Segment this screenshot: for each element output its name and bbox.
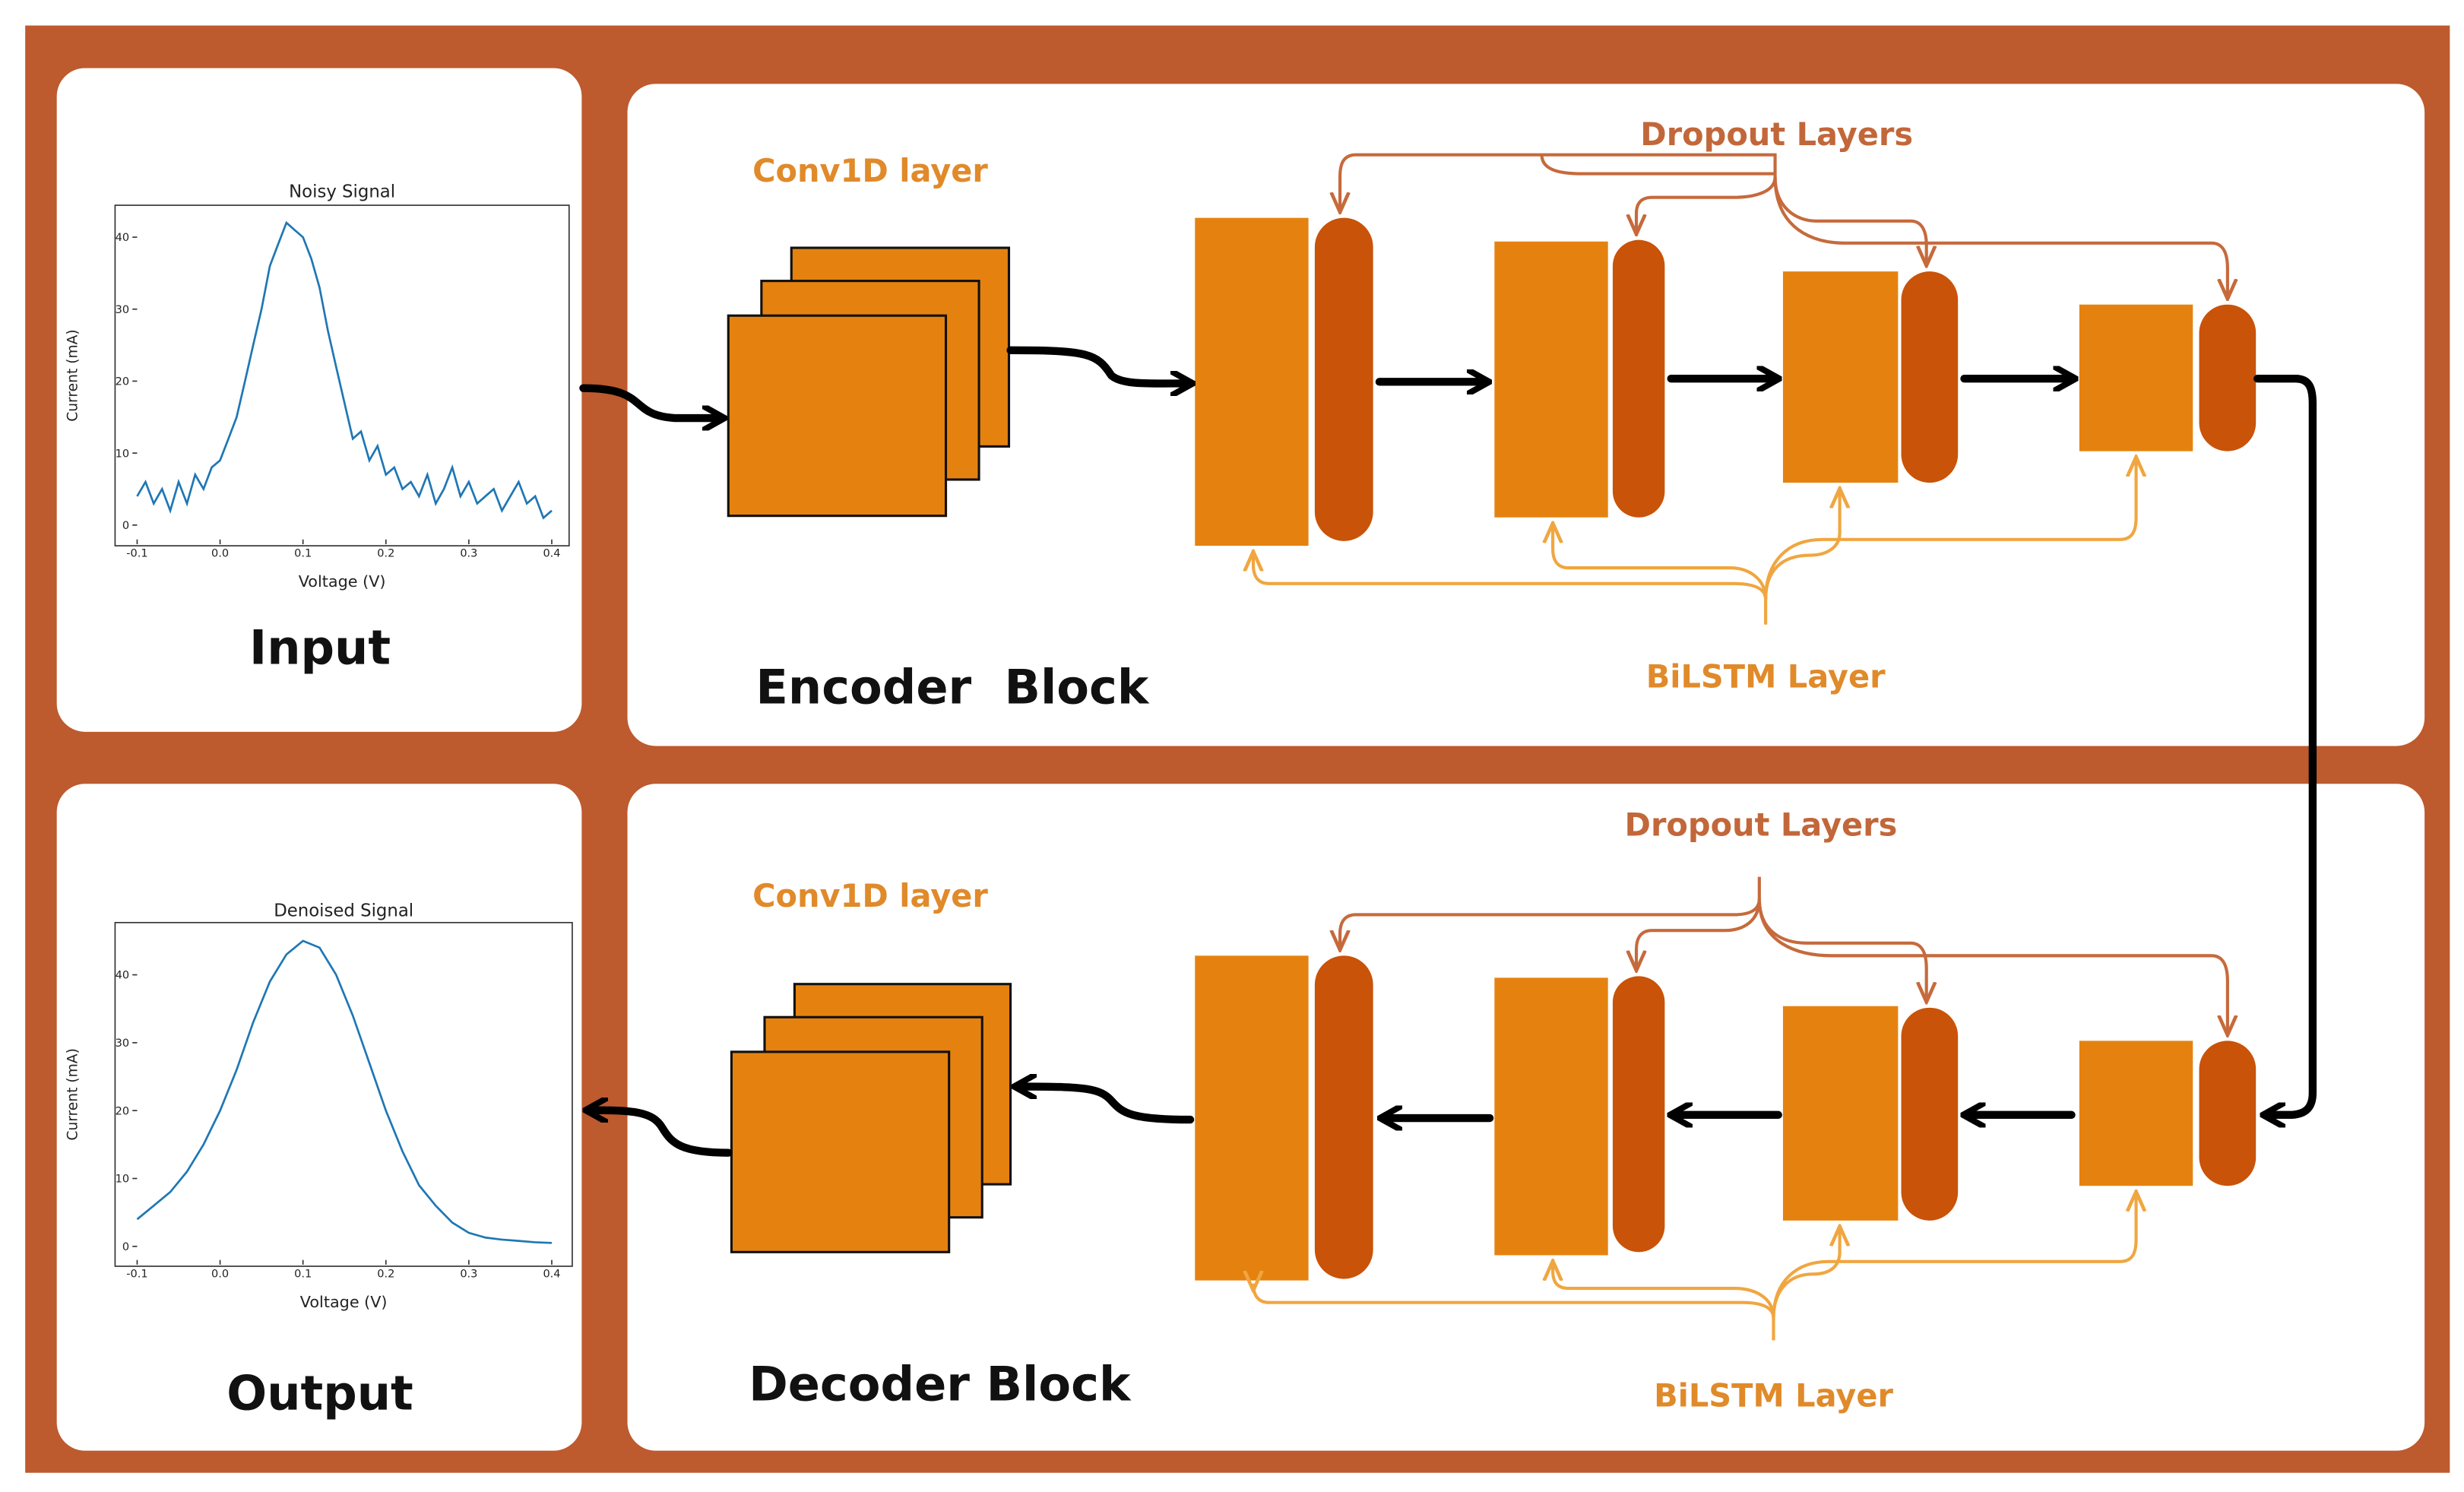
output-panel <box>56 784 582 1451</box>
noisy-xtick-label: 0.3 <box>460 548 477 560</box>
encoder-stage-1 <box>1195 217 1373 546</box>
encoder-dropout-4 <box>2199 304 2257 451</box>
decoder-dropout-2 <box>1612 976 1665 1253</box>
decoder-bilstm-3 <box>1782 1006 1899 1221</box>
encoder-dropout-1 <box>1314 217 1373 541</box>
bilstm1-to-conv-arrow <box>1021 1087 1195 1124</box>
noisy-ytick-label: 20 <box>116 376 129 388</box>
encoder-to-decoder-arrow <box>2253 375 2317 1115</box>
denoised-signal-chart: Denoised Signal Voltage (V) Current (mA)… <box>65 901 573 1311</box>
encoder-bilstm-3 <box>1782 271 1899 483</box>
decoder-stage-3 <box>1782 1006 1959 1221</box>
encoder-bilstm-label: BiLSTM Layer <box>1646 658 1886 695</box>
output-label: Output <box>226 1366 413 1421</box>
encoder-stage-3 <box>1782 271 1959 483</box>
decoder-bilstm-2 <box>1494 977 1608 1256</box>
decoder-bilstm-1 <box>1195 955 1309 1281</box>
decoder-dropout-1 <box>1314 955 1373 1279</box>
conv-to-output-arrow <box>593 1110 733 1157</box>
input-panel <box>56 68 582 732</box>
denoised-ytick-label: 40 <box>116 970 129 982</box>
noisy-xtick-label: 0.1 <box>294 548 312 560</box>
denoised-ytick-label: 10 <box>116 1174 129 1186</box>
denoised-xtick-label: -0.1 <box>126 1269 147 1281</box>
encoder-conv1d-filter-1 <box>727 314 948 518</box>
decoder-bilstm-4 <box>2079 1041 2193 1186</box>
encoder-stage-2 <box>1494 239 1665 518</box>
encoder-conv1d-stack <box>727 246 1011 518</box>
encoder-dropout-3 <box>1901 271 1959 483</box>
encoder-dropout-2 <box>1612 239 1665 518</box>
noisy-xtick-label: 0.2 <box>377 548 394 560</box>
noisy-xtick-label: 0.0 <box>211 548 229 560</box>
decoder-bilstm-label: BiLSTM Layer <box>1654 1377 1893 1414</box>
denoised-xtick-label: 0.4 <box>543 1269 560 1281</box>
decoder-stage-4 <box>2079 1041 2257 1186</box>
noisy-xtick-label: 0.4 <box>543 548 560 560</box>
encoder-dropout-label: Dropout Layers <box>1640 116 1913 153</box>
encoder-stage-4 <box>2079 304 2257 451</box>
input-to-conv-arrow <box>579 384 717 418</box>
noisy-chart-ylabel: Current (mA) <box>65 329 81 422</box>
noisy-signal-line <box>136 220 553 520</box>
decoder-dropout-3 <box>1901 1007 1959 1221</box>
encoder-bilstm-1 <box>1195 217 1309 546</box>
noisy-signal-chart: Noisy Signal Voltage (V) Current (mA) -0… <box>65 182 570 591</box>
decoder-bilstm-connectors <box>1253 1194 2136 1341</box>
noisy-ytick-label: 40 <box>116 232 129 244</box>
encoder-conv1d-label: Conv1D layer <box>752 152 988 189</box>
encoder-bilstm-connectors <box>1253 459 2136 625</box>
decoder-dropout-connectors <box>1340 876 2228 1033</box>
noisy-plot-frame <box>114 204 570 546</box>
noisy-ytick-label: 0 <box>122 520 129 532</box>
encoder-block-label: Encoder Block <box>755 659 1150 714</box>
decoder-flow-arrows <box>593 1087 2076 1157</box>
encoder-dropout-connectors <box>1340 153 2228 297</box>
decoder-conv1d-label: Conv1D layer <box>752 877 988 914</box>
denoised-chart-title: Denoised Signal <box>274 901 413 921</box>
decoder-stage-2 <box>1494 976 1665 1256</box>
denoised-xtick-label: 0.2 <box>377 1269 394 1281</box>
decoder-dropout-label: Dropout Layers <box>1625 806 1898 844</box>
input-label: Input <box>249 620 391 676</box>
decoder-stage-1 <box>1195 955 1373 1281</box>
noisy-xtick-label: -0.1 <box>126 548 147 560</box>
encoder-bilstm-4 <box>2079 304 2193 451</box>
conv-to-bilstm1-arrow <box>1006 346 1186 384</box>
denoised-xtick-label: 0.3 <box>460 1269 477 1281</box>
decoder-conv1d-filter-1 <box>730 1050 951 1253</box>
denoised-signal-line <box>136 939 553 1244</box>
denoised-xtick-label: 0.0 <box>211 1269 229 1281</box>
denoised-plot-frame <box>114 921 573 1267</box>
noisy-ytick-label: 10 <box>116 448 129 460</box>
denoised-chart-ylabel: Current (mA) <box>65 1048 81 1140</box>
denoised-ytick-label: 20 <box>116 1105 129 1117</box>
denoised-xtick-label: 0.1 <box>294 1269 312 1281</box>
noisy-chart-xlabel: Voltage (V) <box>299 572 386 591</box>
noisy-ytick-label: 30 <box>116 304 129 316</box>
denoised-ytick-label: 0 <box>122 1241 129 1253</box>
decoder-block-label: Decoder Block <box>749 1356 1132 1411</box>
denoised-chart-xlabel: Voltage (V) <box>300 1293 388 1311</box>
encoder-bilstm-2 <box>1494 241 1608 518</box>
noisy-chart-title: Noisy Signal <box>289 182 395 202</box>
decoder-dropout-4 <box>2199 1041 2257 1186</box>
denoised-ytick-label: 30 <box>116 1037 129 1050</box>
decoder-conv1d-stack <box>730 983 1012 1253</box>
encoder-flow-arrows <box>579 346 2068 418</box>
